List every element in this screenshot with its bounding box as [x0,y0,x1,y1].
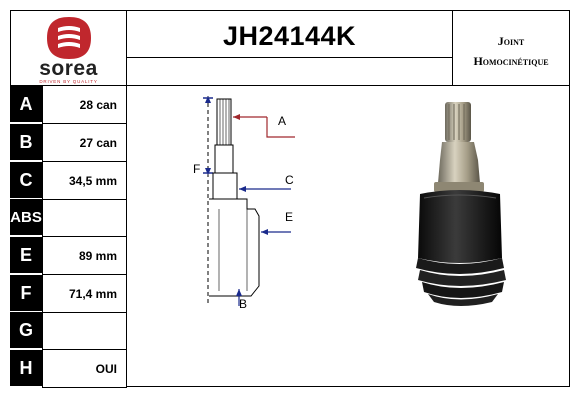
reference-cell: JH24144K [126,10,453,58]
spec-letter: A [10,86,42,123]
spec-value: 89 mm [42,237,127,275]
spec-row-c: C 34,5 mm [10,162,127,200]
diagram-label-f: F [193,162,201,176]
spec-row-abs: ABS [10,199,127,237]
spec-value: 27 can [42,124,127,162]
product-type-line2: Homocinétique [473,54,549,68]
spec-value: 28 can [42,86,127,124]
product-type-cell: Joint Homocinétique [452,10,570,86]
diagram-label-a: A [278,114,287,128]
sorea-logo-icon [47,17,91,59]
spec-value [42,312,127,350]
spec-row-a: A 28 can [10,86,127,124]
diagram-label-c: C [285,173,294,187]
spec-letter: B [10,124,42,161]
spec-value: 34,5 mm [42,162,127,200]
spec-letter: G [10,312,42,349]
spec-letter: F [10,275,42,312]
product-type: Joint Homocinétique [453,31,569,71]
diagram-label-e: E [285,210,294,224]
spec-row-e: E 89 mm [10,237,127,275]
reference-sub-cell [126,57,453,86]
spec-letter: E [10,237,42,274]
spec-value [42,199,127,237]
product-type-line1: Joint [497,34,525,48]
spec-value: 71,4 mm [42,275,127,313]
diagram-label-b: B [239,297,248,311]
brand-name: sorea [39,57,98,80]
cv-joint-photo [416,102,506,306]
spec-row-g: G [10,312,127,350]
brand-logo: sorea DRIVEN BY QUALITY [10,10,127,86]
product-reference: JH24144K [222,21,357,51]
spec-letter: C [10,162,42,199]
diagram-area: A F C E B [126,85,570,387]
spec-row-b: B 27 can [10,124,127,162]
spec-row-f: F 71,4 mm [10,275,127,313]
spec-letter: H [10,350,42,387]
spec-row-h: H OUI [10,350,127,388]
brand-tagline: DRIVEN BY QUALITY [39,79,98,84]
spec-value: OUI [42,350,127,388]
spec-letter: ABS [10,199,42,236]
joint-technical-drawing [203,96,295,306]
